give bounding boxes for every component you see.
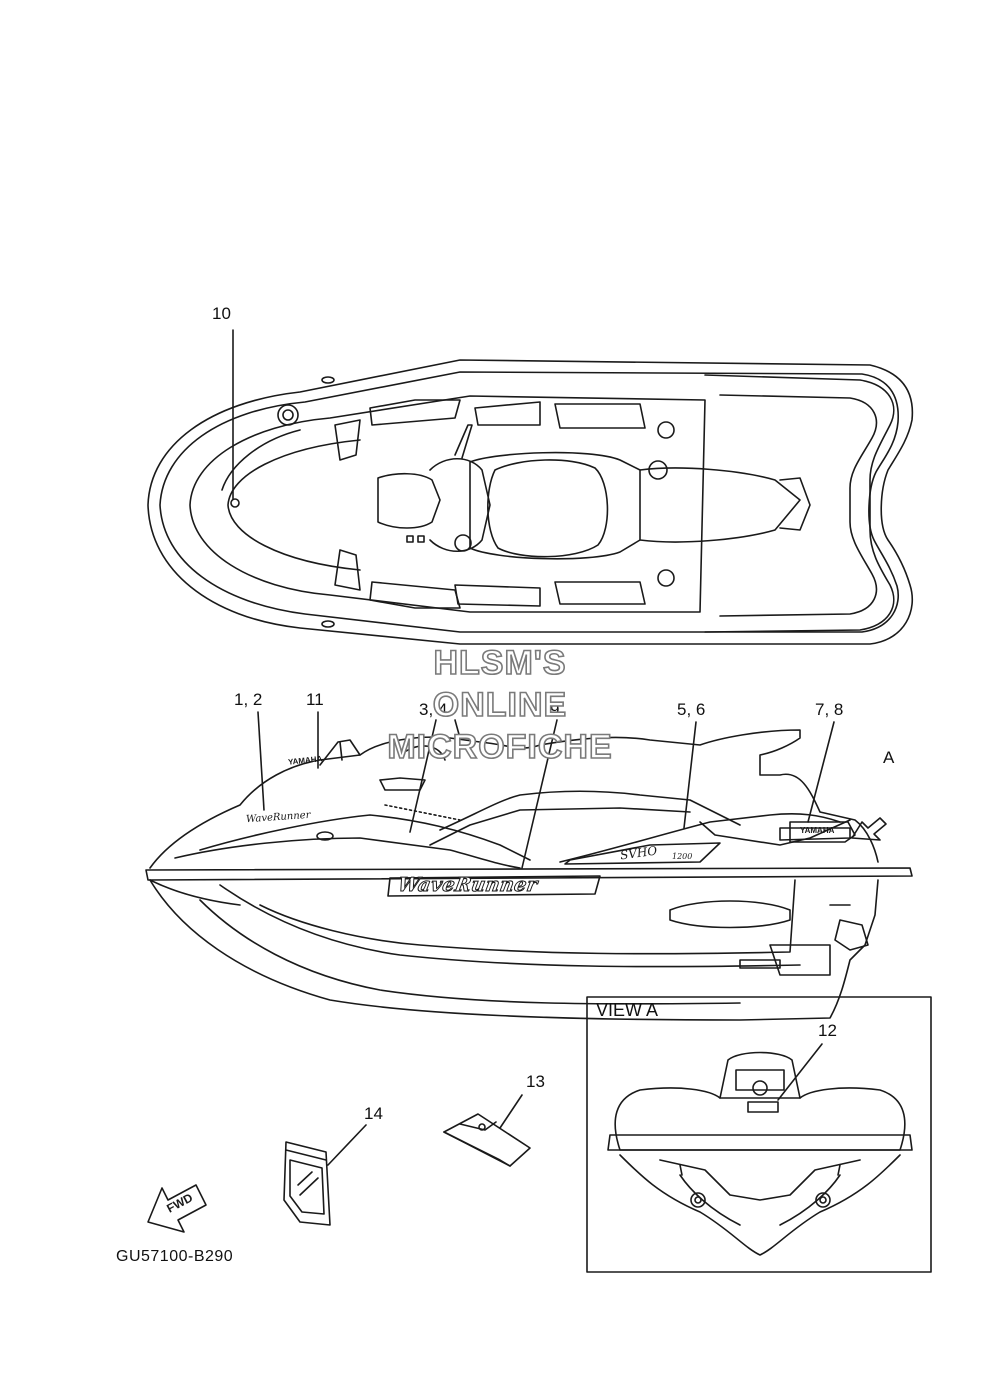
callout-12: 12 (818, 1021, 837, 1040)
callout-9: 9 (550, 700, 560, 719)
callout-10: 10 (212, 304, 231, 323)
top-view-watercraft (147, 329, 914, 645)
callout-5-6: 5, 6 (677, 700, 706, 719)
svho-decal-number: 1200 (672, 852, 693, 861)
callout-1-2: 1, 2 (234, 690, 263, 709)
rear-view-watercraft (607, 1043, 913, 1256)
fwd-arrow-decal (147, 1184, 207, 1233)
watermark-line-1: HLSM'S (433, 643, 567, 683)
watermark-line-3: MICROFICHE (387, 727, 613, 767)
view-a-title: VIEW A (596, 1000, 659, 1020)
callout-14: 14 (364, 1104, 383, 1123)
callout-7-8: 7, 8 (815, 700, 844, 719)
watermark-line-2: ONLINE (432, 685, 568, 725)
part-13-pouch (443, 1094, 531, 1167)
yamaha-decal-rear: YAMAHA (800, 826, 835, 835)
waverunner-decal-large: WaveRunner (396, 874, 540, 897)
callout-13: 13 (526, 1072, 545, 1091)
callout-3-4: 3, 4 (419, 700, 448, 719)
view-a-frame (586, 996, 932, 1273)
side-view-watercraft (145, 711, 913, 1021)
diagram-code: GU57100-B290 (116, 1248, 234, 1265)
part-14-card (283, 1124, 367, 1226)
callout-view-a-arrow: A (883, 748, 895, 767)
callout-11: 11 (306, 690, 324, 709)
